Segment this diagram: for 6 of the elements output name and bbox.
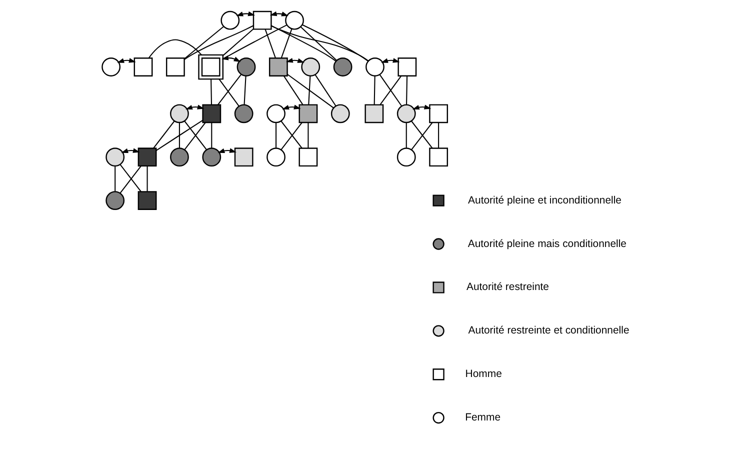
legend-label: Autorité pleine et inconditionnelle	[468, 195, 621, 206]
legend-label: Autorité pleine mais conditionnelle	[467, 238, 626, 250]
legend-label: Homme	[464, 369, 502, 380]
legend-label: Autorité restreinte	[466, 282, 549, 294]
legend-label: Autorité restreinte et conditionnelle	[468, 326, 629, 337]
legend-label: Femme	[464, 412, 500, 424]
